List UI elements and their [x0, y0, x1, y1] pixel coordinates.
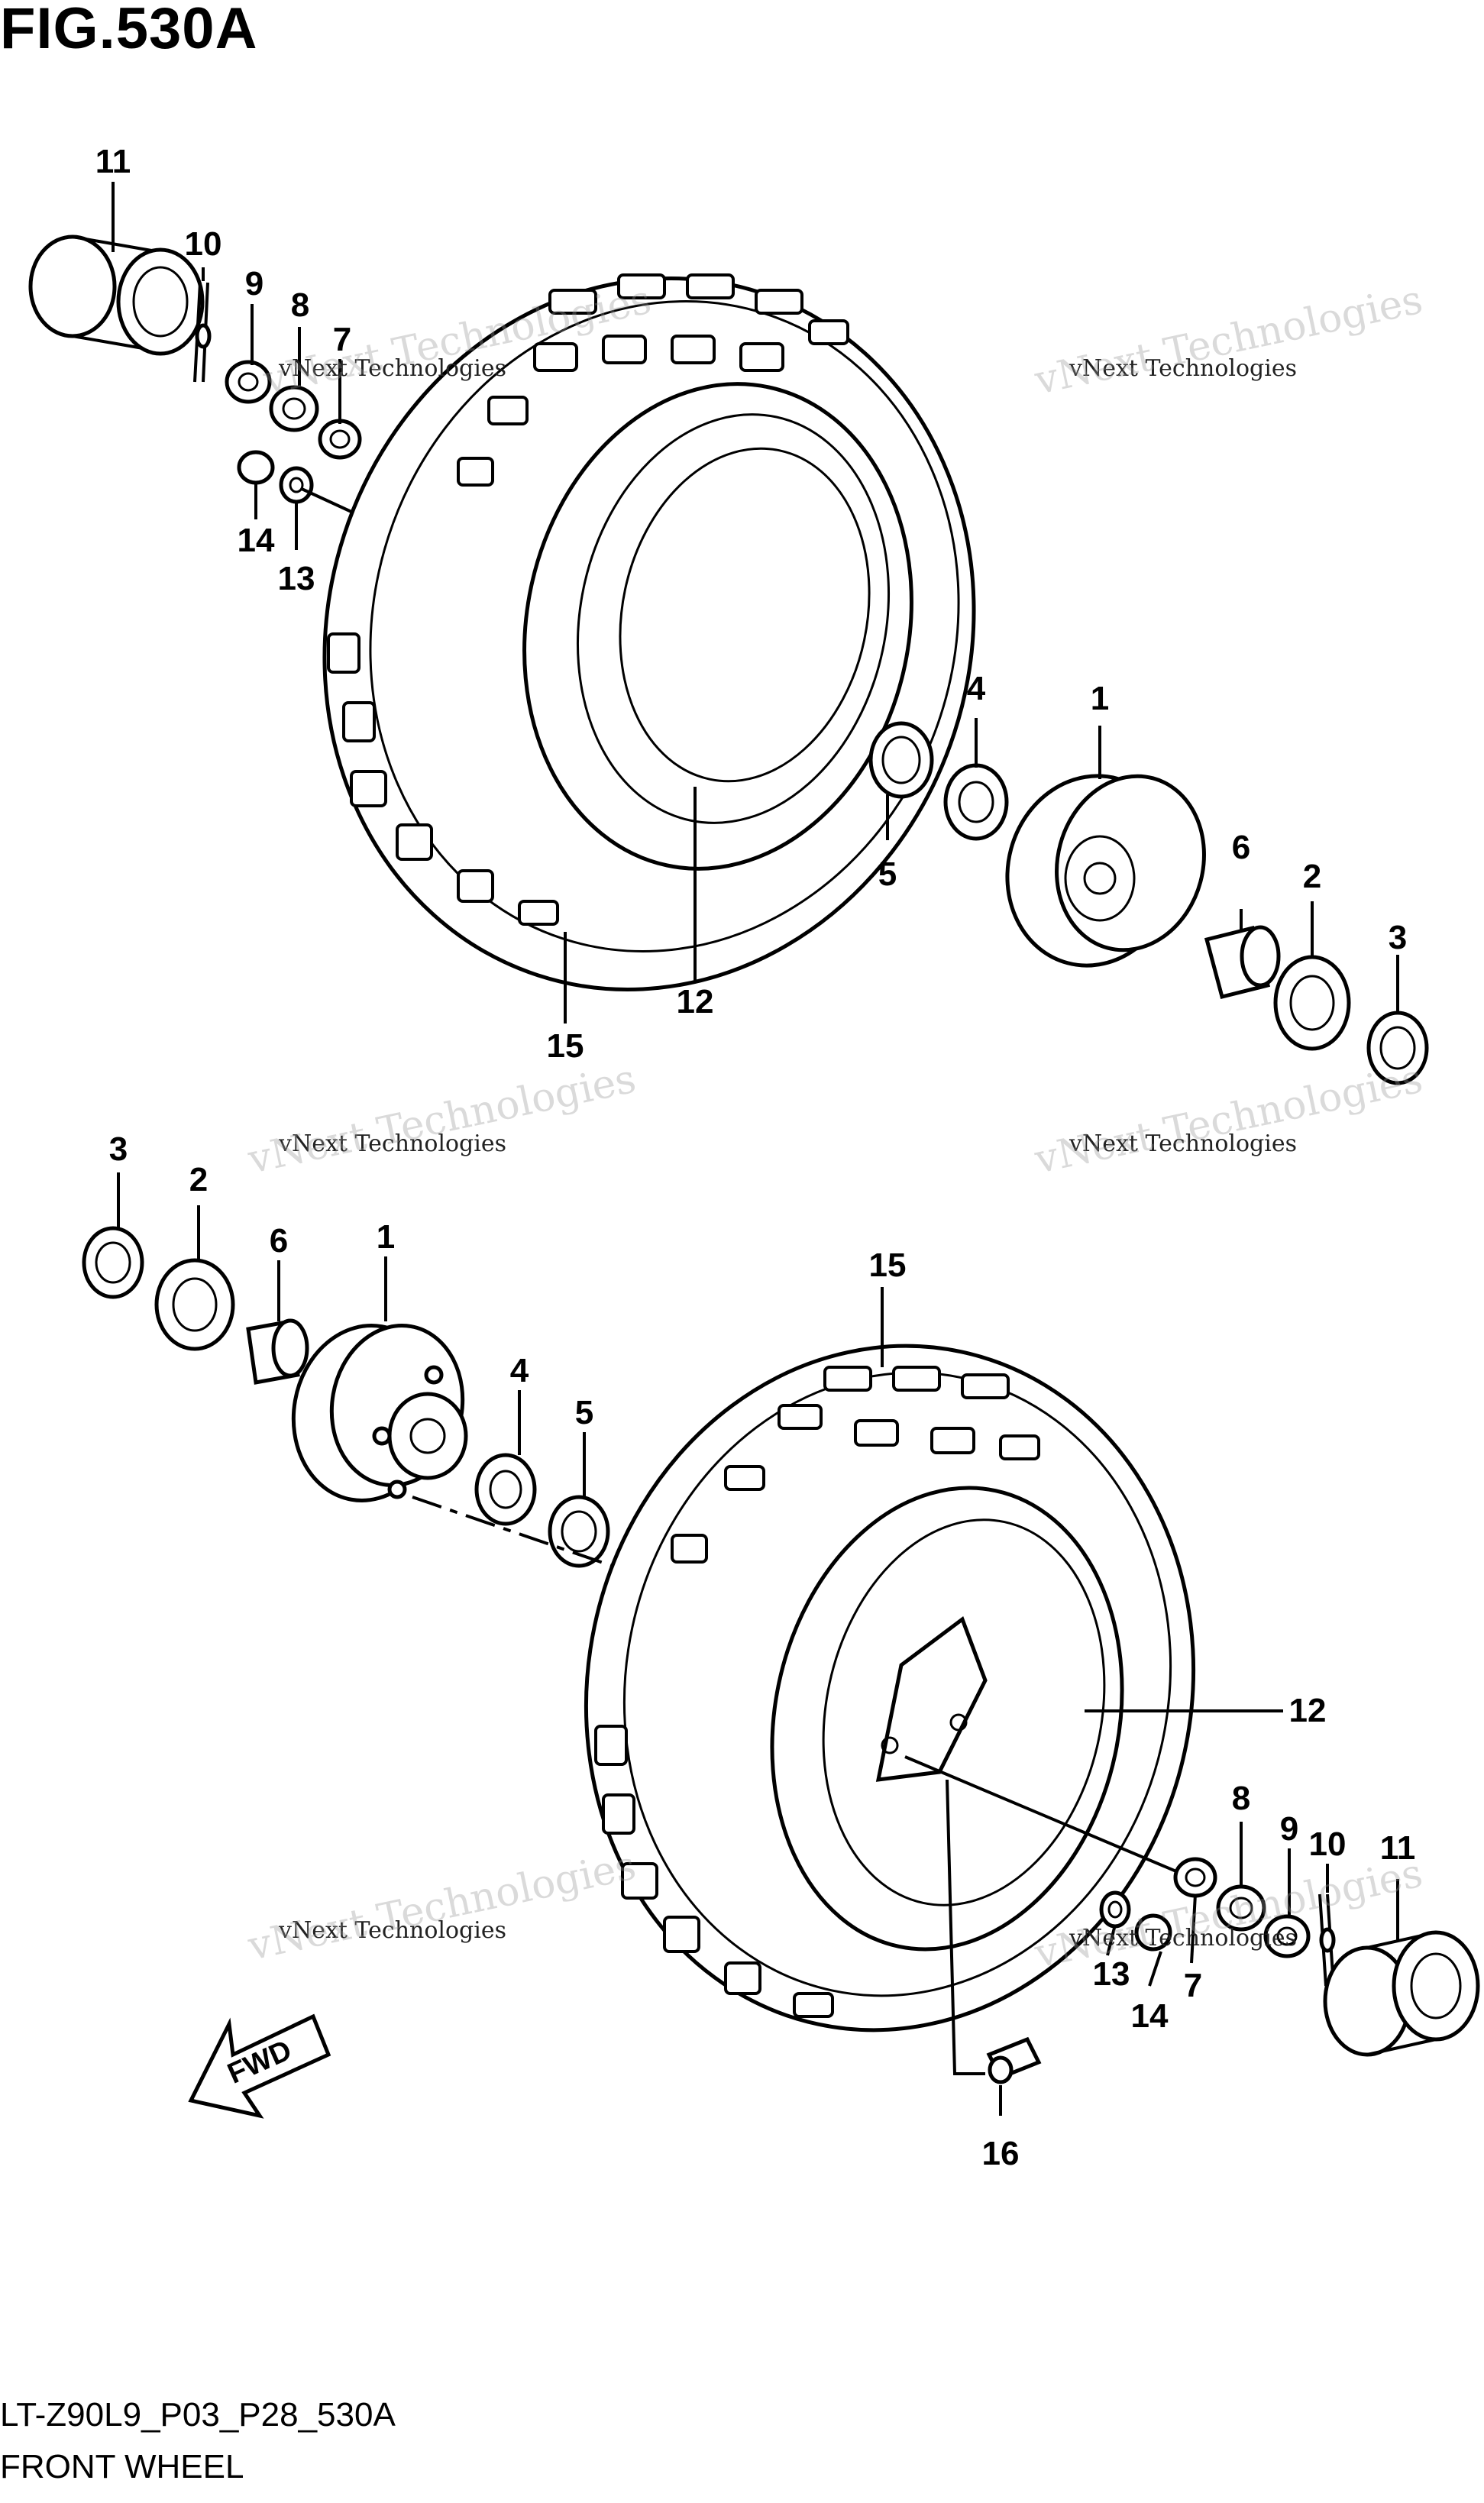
- watermark-text: vNext Technologies: [279, 355, 507, 382]
- bottom-oil-seal-5: [548, 1495, 610, 1568]
- fwd-arrow-icon: [188, 2013, 331, 2119]
- callout-bottom-12: 12: [1288, 1692, 1327, 1729]
- bottom-spacer-7: [1173, 1857, 1217, 1898]
- bottom-oil-seal-3: [82, 1226, 144, 1299]
- callout-bottom-15: 15: [868, 1247, 907, 1284]
- callout-bottom-14: 14: [1130, 1997, 1169, 2035]
- top-bearing-4: [943, 763, 1009, 841]
- top-castle-nut-9: [225, 360, 272, 404]
- bottom-bearing-4: [474, 1453, 537, 1526]
- callout-bottom-11: 11: [1379, 1829, 1416, 1867]
- section-name-caption: FRONT WHEEL: [0, 2448, 244, 2485]
- callout-top-12: 12: [676, 983, 714, 1020]
- callout-bottom-1: 1: [376, 1218, 396, 1256]
- top-bearing-2: [1273, 955, 1351, 1051]
- callout-top-10: 10: [184, 225, 222, 263]
- bottom-hub-cap-11: [1323, 1930, 1480, 2057]
- callout-bottom-4: 4: [509, 1352, 529, 1389]
- callout-bottom-9: 9: [1279, 1810, 1299, 1848]
- figure-title: FIG.530A: [0, 0, 258, 61]
- watermark-text: vNext Technologies: [1069, 1925, 1298, 1952]
- watermark-text: vNext Technologies: [279, 1130, 507, 1157]
- callout-top-14: 14: [237, 522, 275, 559]
- top-spacer-7: [318, 419, 362, 460]
- bottom-cotter-pin-10: [1318, 1893, 1336, 1987]
- callout-top-2: 2: [1302, 858, 1322, 895]
- callout-bottom-6: 6: [269, 1222, 289, 1260]
- bottom-castle-nut-9: [1263, 1914, 1311, 1958]
- bottom-axle-center-line: [412, 1496, 635, 1575]
- callout-top-4: 4: [966, 670, 986, 707]
- callout-bottom-16: 16: [981, 2135, 1020, 2172]
- top-leader-lines: [112, 182, 1399, 1024]
- model-code-caption: LT-Z90L9_P03_P28_530A: [0, 2396, 396, 2433]
- top-cotter-pin-10: [193, 282, 212, 383]
- callout-top-8: 8: [290, 286, 310, 324]
- top-washer-8: [269, 385, 319, 432]
- bottom-spacer-6: [246, 1318, 309, 1385]
- watermark-text: vNext Technologies: [1069, 355, 1298, 382]
- callout-top-3: 3: [1388, 919, 1408, 956]
- top-washer-13: [279, 466, 314, 504]
- watermark-text: vNext Technologies: [279, 1917, 507, 1944]
- callout-bottom-2: 2: [189, 1161, 209, 1198]
- callout-top-7: 7: [332, 321, 352, 358]
- callout-bottom-10: 10: [1308, 1826, 1347, 1863]
- callout-bottom-3: 3: [108, 1130, 128, 1168]
- callout-bottom-8: 8: [1231, 1780, 1251, 1817]
- top-tire-15: [322, 273, 976, 991]
- callout-top-15: 15: [546, 1027, 584, 1065]
- bottom-washer-13: [1099, 1890, 1131, 1929]
- callout-top-11: 11: [95, 143, 131, 180]
- top-wheel-hub-1: [1005, 774, 1206, 968]
- callout-bottom-7: 7: [1183, 1967, 1203, 2004]
- watermark-text: vNext Technologies: [1069, 1130, 1298, 1157]
- bottom-leader-lines: [117, 1172, 1399, 2116]
- callout-bottom-13: 13: [1092, 1955, 1130, 1993]
- callout-top-13: 13: [277, 560, 315, 597]
- callout-top-6: 6: [1231, 829, 1251, 866]
- bottom-nut-14: [1134, 1913, 1172, 1952]
- callout-top-1: 1: [1090, 680, 1110, 717]
- bottom-wheel-hub-1: [291, 1324, 468, 1502]
- callout-top-5: 5: [878, 855, 897, 893]
- top-hub-cap-11: [28, 234, 205, 356]
- callout-bottom-5: 5: [574, 1394, 594, 1431]
- bottom-tire-15: [584, 1344, 1196, 2032]
- bottom-valve-16: [986, 2036, 1042, 2084]
- bottom-bearing-2: [154, 1258, 235, 1351]
- callout-top-9: 9: [244, 265, 264, 302]
- top-nut-14: [237, 450, 275, 485]
- top-oil-seal-5: [868, 721, 934, 799]
- top-spacer-6: [1204, 925, 1281, 1000]
